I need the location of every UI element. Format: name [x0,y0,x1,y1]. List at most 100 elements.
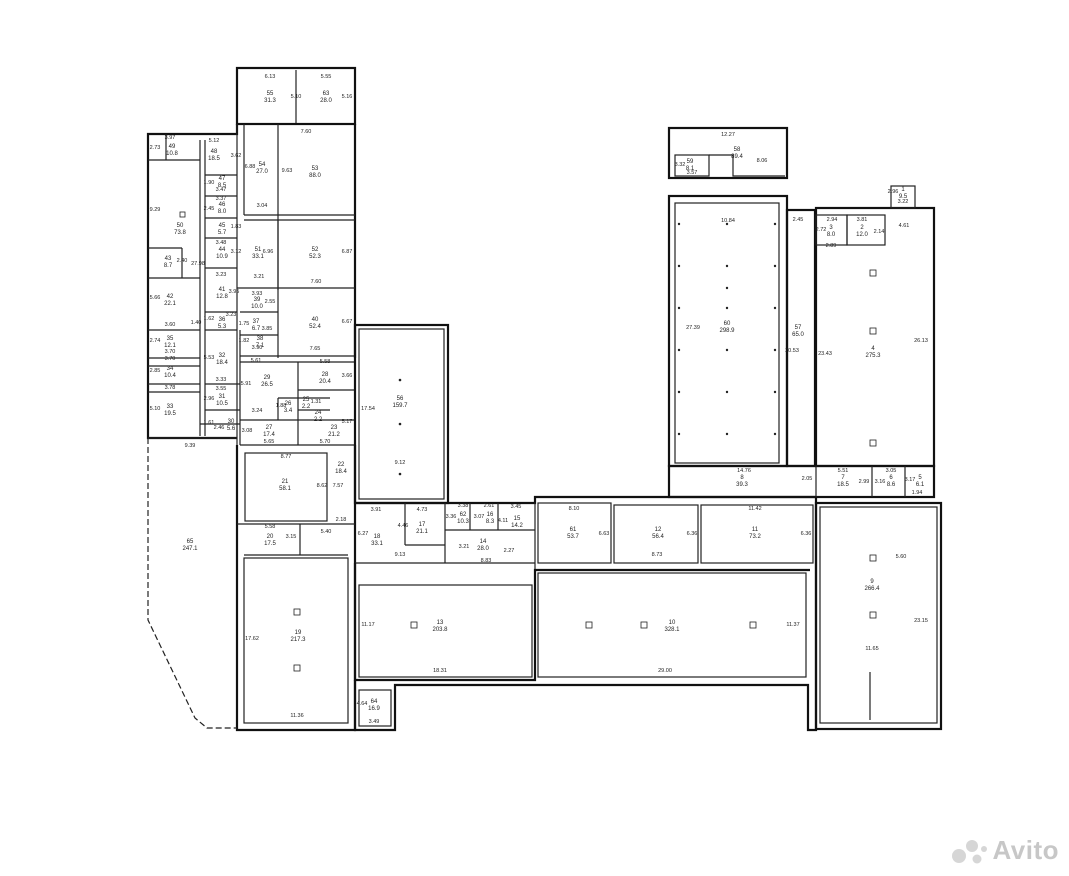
room-area-62: 10.3 [457,519,469,525]
room-number-4: 4 [871,346,875,352]
dimension-label: 3.23 [216,272,227,278]
room-number-38: 38 [257,336,264,342]
room-area-32: 18.4 [216,360,228,366]
room-area-23: 21.2 [328,432,340,438]
dimension-label: 3.70 [165,356,176,362]
dimension-label: 11.37 [786,622,799,628]
room-area-31: 10.5 [216,401,228,407]
room-number-32: 32 [219,353,226,359]
room-number-5: 5 [918,475,922,481]
room-number-10: 10 [669,620,676,626]
room-area-38: 7.1 [256,343,265,349]
room-area-33: 19.5 [164,411,176,417]
avito-watermark-text: Avito [992,835,1059,865]
dimension-label: 8.77 [281,454,292,460]
dimension-label: 2.14 [874,229,885,235]
dimension-label: 3.12 [231,249,242,255]
dimension-label: 3.48 [216,240,227,246]
dimension-label: 2.45 [204,206,215,212]
room-number-53: 53 [312,166,319,172]
dimension-label: 23.15 [914,618,928,624]
dimension-label: 2.05 [802,476,813,482]
room-area-9: 266.4 [864,586,880,592]
dimension-label: 8.62 [317,483,328,489]
room-number-8: 8 [740,475,744,481]
room-number-12: 12 [655,527,662,533]
dimension-label: 5.61 [251,358,262,364]
room-number-20: 20 [267,534,274,540]
room-number-3: 3 [829,225,833,231]
room-area-28: 20.4 [319,379,331,385]
room-area-39: 10.0 [251,304,263,310]
dimension-label: 7.57 [333,483,344,489]
dimension-label: 4.61 [899,223,910,229]
dimension-label: 3.07 [474,514,485,520]
dimension-label: 5.10 [150,406,161,412]
dimension-label: 17.54 [361,406,375,412]
room-number-48: 48 [211,149,218,155]
room-area-12: 56.4 [652,534,664,540]
room-number-22: 22 [338,462,345,468]
dimension-label: 1.94 [912,490,923,496]
dimension-label: 5.12 [209,138,220,144]
dimension-label: 5.55 [321,74,332,80]
room-number-26: 26 [285,401,292,407]
dimension-label: 2.45 [793,217,804,223]
room-area-46: 8.0 [218,209,227,215]
dimension-label: 6.88 [245,164,256,170]
dimension-label: 5.70 [320,439,331,445]
dimension-label: 2.18 [336,517,347,523]
room-number-28: 28 [322,372,329,378]
dimension-label: 2.94 [827,217,838,223]
room-area-34: 10.4 [164,373,176,379]
room-number-29: 29 [264,375,271,381]
room-area-21: 58.1 [279,486,291,492]
room-area-42: 22.1 [164,301,176,307]
dimension-label: 6.67 [342,319,353,325]
dimension-label: 9.39 [185,443,196,449]
dimension-label: 5.58 [320,359,331,365]
room-area-30: 5.6 [227,426,236,432]
dimension-label: 3.62 [231,153,242,159]
room-number-6: 6 [889,475,893,481]
room-number-51: 51 [255,247,262,253]
room-number-15: 15 [514,516,521,522]
room-number-49: 49 [169,144,176,150]
dimension-label: 7.60 [301,129,312,135]
dimension-label: 5.40 [321,529,332,535]
room-area-24: 2.2 [314,417,323,423]
dimension-label: 3.70 [165,349,176,355]
room-number-61: 61 [570,527,577,533]
dimension-label: 20.53 [785,348,799,354]
room-number-46: 46 [219,202,226,208]
room-number-54: 54 [259,162,266,168]
room-area-60: 298.9 [719,328,735,334]
room-number-56: 56 [397,396,404,402]
room-area-36: 5.3 [218,324,227,330]
dimension-label: 3.37 [216,196,227,202]
dimension-label: 2.74 [150,338,161,344]
room-area-45: 5.7 [218,230,227,236]
dimension-label: 3.60 [165,322,176,328]
dimension-label: 3.33 [216,377,227,383]
room-area-56: 159.7 [392,403,408,409]
room-65-outline [147,437,237,729]
room-area-11: 73.2 [749,534,761,540]
dimension-label: 3.24 [252,408,263,414]
room-number-16: 16 [487,512,494,518]
dimension-label: 3.57 [687,170,698,176]
dimension-label: 5.58 [265,524,276,530]
dimension-label: 6.87 [342,249,353,255]
room-area-4: 275.3 [865,353,881,359]
dimension-label: 3.93 [252,291,263,297]
room-number-64: 64 [371,699,378,705]
room-area-47: 8.5 [218,183,227,189]
dimension-label: 12.27 [721,132,735,138]
dimension-label: 5.60 [896,554,907,560]
room-area-26: 3.4 [284,408,293,414]
dimension-label: 2.96 [888,189,899,195]
dimension-label: 1.31 [311,399,322,405]
dimension-label: 4.73 [417,507,428,513]
